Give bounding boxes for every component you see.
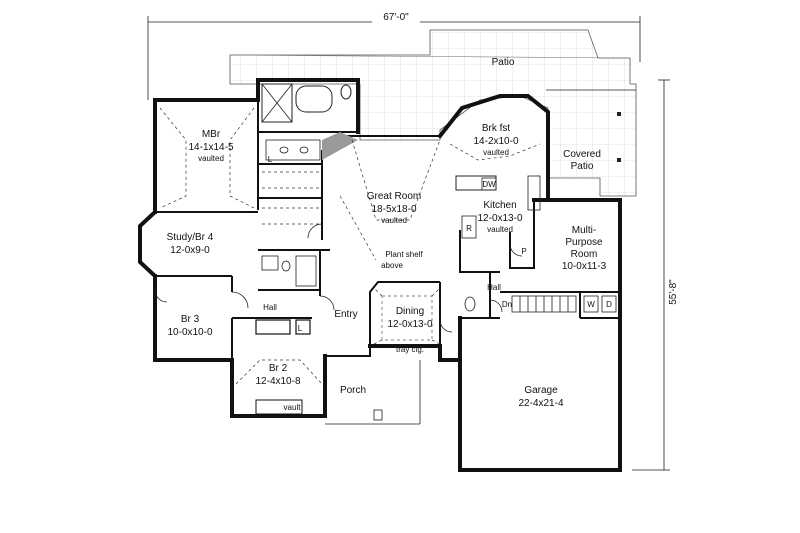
porch-lines xyxy=(325,360,421,425)
exterior-walls xyxy=(138,78,622,472)
fixtures xyxy=(261,83,617,421)
multi-purpose-line1: Multi- xyxy=(572,225,596,236)
covered-patio-label-1: Covered xyxy=(563,149,601,160)
dishwasher-label: DW xyxy=(482,180,496,189)
depth-dimension-label: 55'-8" xyxy=(668,279,679,305)
mbr-size: 14-1x14-5 xyxy=(188,142,233,153)
plant-shelf-label-1: Plant shelf xyxy=(385,250,423,259)
dining-size: 12-0x13-0 xyxy=(387,319,432,330)
pantry-label: P xyxy=(521,247,526,256)
hall-left-name: Hall xyxy=(263,303,277,312)
covered-patio-label-2: Patio xyxy=(571,161,594,172)
door-swings xyxy=(154,223,523,333)
kitchen-name: Kitchen xyxy=(483,200,516,211)
garage-name: Garage xyxy=(524,385,558,396)
garage-size: 22-4x21-4 xyxy=(518,398,563,409)
great-room-name: Great Room xyxy=(367,191,421,202)
multi-purpose-line2: Purpose xyxy=(565,237,603,248)
hall-right-name: Hall xyxy=(487,283,501,292)
dining-note: tray clg. xyxy=(396,345,424,354)
study-size: 12-0x9-0 xyxy=(170,245,210,256)
multi-purpose-size: 10-0x11-3 xyxy=(562,261,607,272)
br2-name: Br 2 xyxy=(269,363,288,374)
kitchen-note: vaulted xyxy=(487,225,513,234)
linen-closet-label-2: L xyxy=(298,324,303,333)
washer-label: W xyxy=(587,300,595,309)
vault-lines xyxy=(159,107,541,385)
dryer-label: D xyxy=(606,300,612,309)
dining-name: Dining xyxy=(396,306,424,317)
br2-size: 12-4x10-8 xyxy=(255,376,300,387)
kitchen-size: 12-0x13-0 xyxy=(477,213,522,224)
br2-note: vault xyxy=(284,403,302,412)
linen-closet-label-1: L xyxy=(268,155,273,164)
mbr-name: MBr xyxy=(202,129,221,140)
brk-fst-note: vaulted xyxy=(483,148,509,157)
porch-name: Porch xyxy=(340,385,366,396)
mbr-note: vaulted xyxy=(198,154,224,163)
interior-walls xyxy=(155,100,620,415)
great-room-size: 18-5x18-0 xyxy=(371,204,416,215)
patio-label: Patio xyxy=(492,57,515,68)
br3-size: 10-0x10-0 xyxy=(167,327,212,338)
plant-shelf-label-2: above xyxy=(381,261,403,270)
multi-purpose-line3: Room xyxy=(571,249,598,260)
entry-name: Entry xyxy=(334,309,357,320)
brk-fst-name: Brk fst xyxy=(482,123,511,134)
brk-fst-size: 14-2x10-0 xyxy=(473,136,518,147)
stairs-down-label: Dn xyxy=(502,300,512,309)
width-dimension-label: 67'-0" xyxy=(383,12,409,23)
patio-area xyxy=(229,29,637,197)
br3-name: Br 3 xyxy=(181,314,200,325)
great-room-note: vaulted xyxy=(381,216,407,225)
study-name: Study/Br 4 xyxy=(167,232,214,243)
refrigerator-label: R xyxy=(466,224,472,233)
